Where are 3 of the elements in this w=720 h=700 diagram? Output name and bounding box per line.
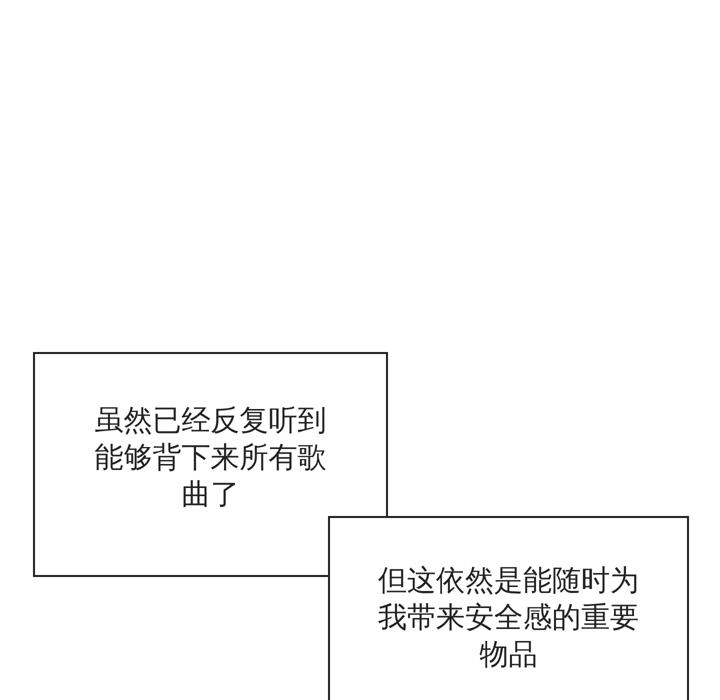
dialogue-text: 但这依然是能随时为我带来安全感的重要物品: [377, 562, 640, 673]
speech-box: [328, 516, 689, 700]
dialogue-text: 虽然已经反复听到能够背下来所有歌曲了: [94, 402, 328, 513]
